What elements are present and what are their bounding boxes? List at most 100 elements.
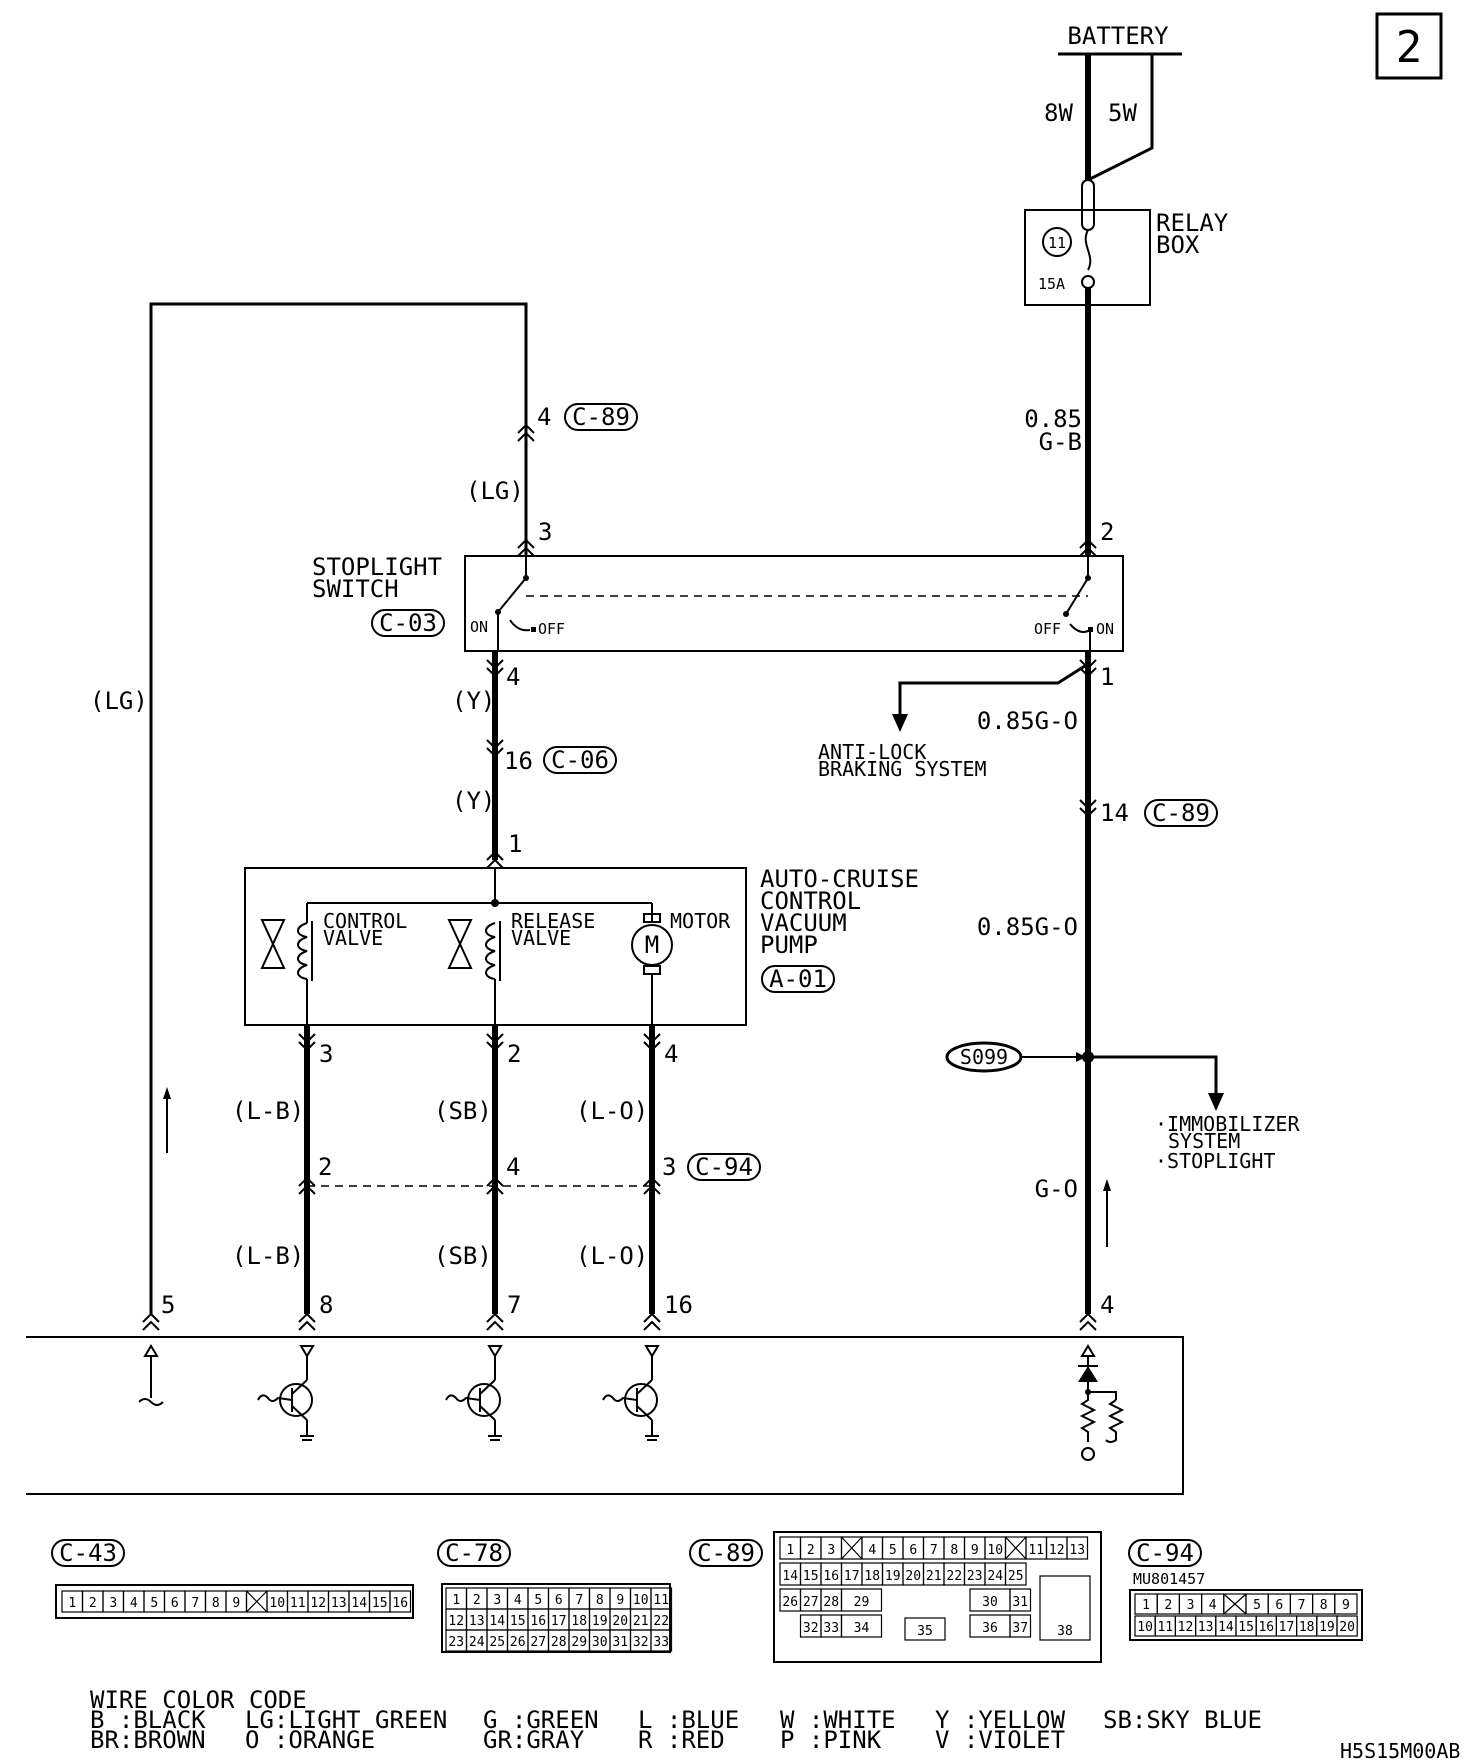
- wire-l-b-label-2: (L-B): [232, 1242, 304, 1270]
- c78-pin: 22: [653, 1614, 669, 1629]
- release-valve-coil: [485, 922, 496, 980]
- c78-pin: 11: [653, 1593, 669, 1608]
- switch-right-on-label: ON: [1096, 620, 1114, 638]
- c89-pin: 29: [854, 1595, 870, 1610]
- switch-right-arrow: [1069, 623, 1091, 633]
- fuse-terminal: [1081, 275, 1095, 289]
- diode-input-4: [1078, 1344, 1125, 1461]
- color-code-title: WIRE COLOR CODE: [90, 1686, 307, 1714]
- switch-right-off-contact: [1063, 611, 1069, 617]
- c89-pin: 1: [786, 1543, 794, 1558]
- fuse-5w-label: 5W: [1108, 99, 1137, 127]
- pin-4-c89: 4: [537, 403, 551, 431]
- fuse-element: [1084, 229, 1092, 271]
- connector-c89-bottom: C-89: [697, 1539, 755, 1567]
- c89-pin: 24: [987, 1569, 1003, 1584]
- color-code-g: G :GREEN: [483, 1706, 599, 1734]
- fuse-rating: 15A: [1038, 275, 1065, 293]
- c94-pin: 10: [1137, 1620, 1153, 1635]
- fuse-number-circle: [1042, 227, 1072, 257]
- connector-c89-mid: C-89: [1152, 799, 1210, 827]
- c94-pin: 2: [1164, 1598, 1172, 1613]
- c78-pin: 31: [612, 1635, 628, 1650]
- connector-chevron-c89-14: [1079, 799, 1097, 818]
- c94-pin: 11: [1157, 1620, 1173, 1635]
- c94-blank: [1223, 1593, 1247, 1615]
- switch-right-blade: [1065, 577, 1089, 615]
- c43-pin: 1: [68, 1596, 76, 1611]
- c78-pin: 15: [510, 1614, 526, 1629]
- pin-4-c94: 4: [506, 1153, 520, 1181]
- ecu-chevron-16: [643, 1312, 661, 1331]
- switch-left-off-contact: [531, 627, 536, 632]
- connector-c43-badge-bottom: [51, 1539, 125, 1567]
- connector-c06-badge: [543, 746, 617, 774]
- connector-c89-top: C-89: [572, 403, 630, 431]
- wire-lg-label: (LG): [466, 477, 524, 505]
- fuse-5w-wire: [1087, 54, 1154, 182]
- c89-pin: 5: [889, 1543, 897, 1558]
- c43-pin: 3: [109, 1596, 117, 1611]
- color-code-v: V :VIOLET: [935, 1726, 1065, 1754]
- c43-pin: 16: [392, 1596, 408, 1611]
- c78-pin: 5: [534, 1593, 542, 1608]
- c78-cell: [650, 1629, 673, 1652]
- current-arrow-right-head: [1103, 1179, 1111, 1191]
- pin-1-pump: 1: [508, 830, 522, 858]
- c94-cell: [1336, 1615, 1358, 1637]
- color-code-b: B :BLACK: [90, 1706, 206, 1734]
- connector-c06: C-06: [551, 746, 609, 774]
- ecu-chevron-8: [298, 1312, 316, 1331]
- fuse-number: 11: [1048, 234, 1066, 252]
- c43-pin: 12: [310, 1596, 326, 1611]
- c89-cell: [1009, 1588, 1032, 1612]
- c78-pin: 18: [571, 1614, 587, 1629]
- ecu-input-5-tilde: [138, 1398, 164, 1406]
- c94-pin: 15: [1238, 1620, 1254, 1635]
- c78-pin: 25: [489, 1635, 505, 1650]
- c78-pin: 24: [469, 1635, 485, 1650]
- c94-pin: 13: [1198, 1620, 1214, 1635]
- c89-pin: 36: [982, 1621, 998, 1636]
- splice-s099: S099: [960, 1045, 1008, 1069]
- pin-14-c89: 14: [1100, 799, 1129, 827]
- release-valve-icon: [447, 919, 473, 969]
- c89-cell: [840, 1614, 883, 1638]
- stoplight-label-1: STOPLIGHT: [312, 553, 442, 581]
- c89-pin: 19: [885, 1569, 901, 1584]
- c78-pin: 27: [530, 1635, 546, 1650]
- color-code-o: O :ORANGE: [245, 1726, 375, 1754]
- c94-pin: 18: [1299, 1620, 1315, 1635]
- c78-pin: 10: [633, 1593, 649, 1608]
- ecu-chevron-4: [1079, 1312, 1097, 1331]
- c89-pin: 34: [854, 1621, 870, 1636]
- c78-pin: 17: [551, 1614, 567, 1629]
- pin-16-ecu: 16: [664, 1291, 693, 1319]
- switch-left-off-label: OFF: [538, 620, 565, 638]
- c89-pin: 16: [823, 1569, 839, 1584]
- c94-pin: 9: [1342, 1598, 1350, 1613]
- rv-label-1: RELEASE: [511, 909, 595, 933]
- connector-c89-badge-mid: [1144, 799, 1218, 827]
- transistor-16: [602, 1345, 660, 1441]
- wire-g-b-color: G-B: [1039, 428, 1082, 456]
- connector-chevron-pump-2: [486, 1033, 504, 1052]
- c89-pin: 4: [868, 1543, 876, 1558]
- c94-pin: 5: [1253, 1598, 1261, 1613]
- control-valve-icon: [260, 919, 286, 969]
- current-arrow-left-head: [163, 1087, 171, 1099]
- wire-sb-label-2: (SB): [434, 1242, 492, 1270]
- c89-pin: 26: [782, 1595, 798, 1610]
- connector-chevron-c94-3: [643, 1176, 661, 1195]
- connector-c78-badge-bottom: [437, 1539, 511, 1567]
- c94-pin: 3: [1187, 1598, 1195, 1613]
- pump-bus-node: [491, 899, 499, 907]
- pin-4-ecu: 4: [1100, 1291, 1114, 1319]
- connector-chevron-right-bottom: [1079, 659, 1097, 678]
- c89-pin: 31: [1012, 1595, 1028, 1610]
- abs-label-2: BRAKING SYSTEM: [818, 757, 987, 781]
- wire-y-label-2: (Y): [452, 787, 495, 815]
- pump-label-2: CONTROL: [760, 887, 861, 915]
- c89-cell: [840, 1588, 883, 1612]
